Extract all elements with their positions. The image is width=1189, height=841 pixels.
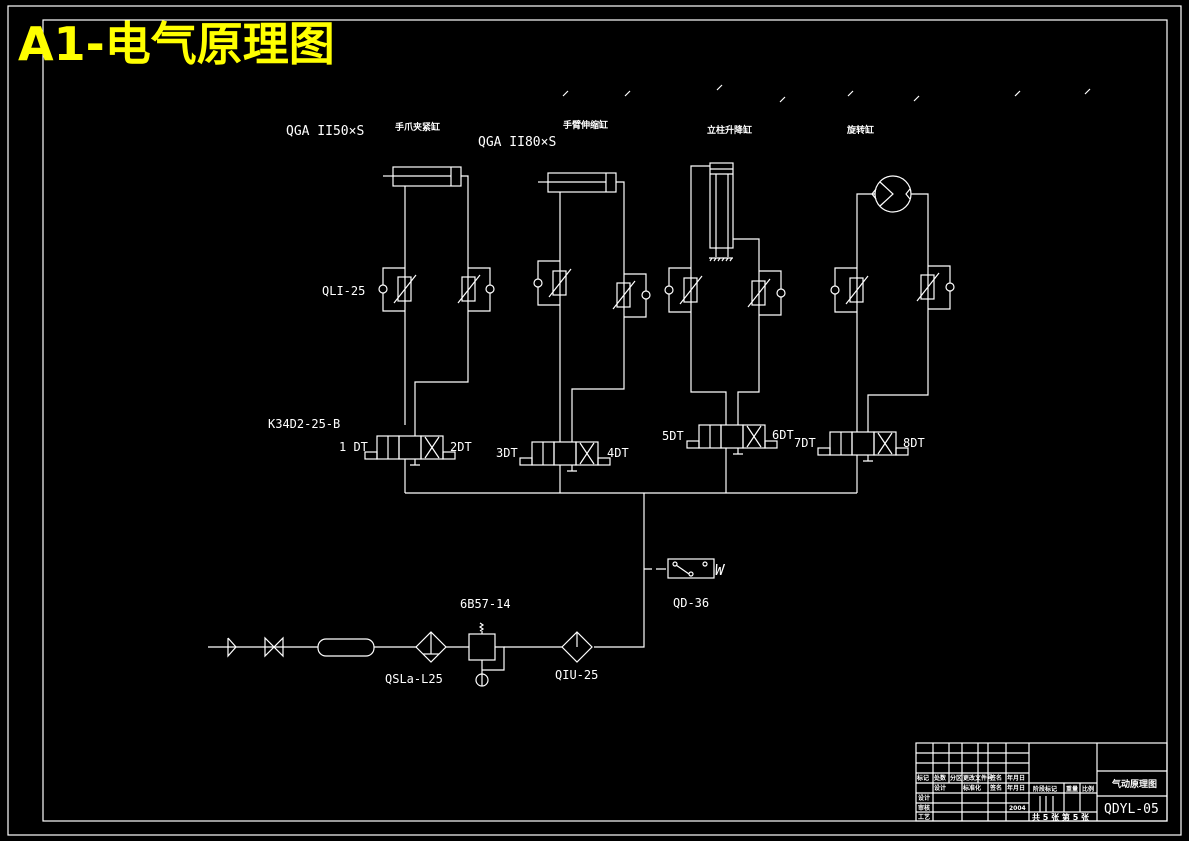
tb-row2-standard: 标准化 — [962, 784, 981, 792]
cylinder-2-model: QGA II80×S — [478, 135, 556, 150]
throttle-check-valve-4a — [830, 267, 869, 313]
rotary-actuator-symbol — [871, 175, 912, 213]
circuit-1 — [364, 166, 495, 493]
pressure-relay-symbol-label: W — [715, 561, 726, 579]
lubricator-model: QIU-25 — [555, 668, 598, 682]
inner-border — [42, 19, 1168, 822]
cylinder-1-name: 手爪夹紧缸 — [395, 121, 440, 133]
tb-label-process: 工艺 — [918, 813, 930, 821]
tb-drawing-number: QDYL-05 — [1104, 802, 1159, 817]
drawing-title: A1-电气原理图 — [18, 17, 335, 71]
throttle-check-valve-3a — [664, 267, 703, 313]
cylinder-3-symbol — [709, 162, 734, 262]
tb-header-file: 更改文件号 — [963, 774, 993, 782]
tb-header-mark: 标记 — [916, 774, 929, 782]
check-valve-symbol — [227, 637, 237, 658]
tb-row2-design: 设计 — [934, 784, 946, 792]
tb-label-review: 审核 — [918, 804, 930, 812]
cylinder-4-name: 旋转缸 — [846, 124, 874, 136]
pressure-relay-model: QD-36 — [673, 596, 709, 610]
tb-header-date: 年月日 — [1007, 774, 1025, 782]
directional-valve-3 — [686, 424, 778, 493]
directional-valve-2 — [519, 441, 611, 493]
tb-weight: 重量 — [1066, 785, 1078, 793]
tb-scale: 比例 — [1082, 785, 1094, 793]
solenoid-8dt: 8DT — [903, 436, 925, 450]
title-block — [915, 742, 1168, 822]
pressure-reducer-model: 6B57-14 — [460, 597, 511, 611]
shutoff-valve-symbol — [264, 636, 284, 658]
directional-valve-1 — [364, 435, 456, 493]
tb-header-count: 处数 — [933, 774, 947, 782]
circuit-2 — [519, 172, 651, 493]
filter-symbol — [415, 631, 447, 663]
cylinder-1-symbol — [383, 166, 469, 187]
tb-row2-sign: 签名 — [989, 784, 1002, 792]
tb-drawing-name: 气动原理图 — [1111, 778, 1157, 790]
tb-header-sign: 签名 — [989, 774, 1002, 782]
tb-sheet-info: 共 5 张 第 5 张 — [1032, 812, 1090, 822]
air-source-line — [208, 622, 593, 687]
solenoid-4dt: 4DT — [607, 446, 629, 460]
pressure-reducer-symbol — [468, 622, 505, 687]
throttle-valve-model: QLI-25 — [322, 284, 365, 298]
throttle-check-valve-1b — [457, 267, 495, 312]
tb-stage-mark: 阶段标记 — [1033, 785, 1057, 793]
solenoid-3dt: 3DT — [496, 446, 518, 460]
solenoid-2dt: 2DT — [450, 440, 472, 454]
solenoid-7dt: 7DT — [794, 436, 816, 450]
filter-model: QSLa-L25 — [385, 672, 443, 686]
lubricator-symbol — [561, 631, 593, 663]
solenoid-5dt: 5DT — [662, 429, 684, 443]
directional-valve-model: K34D2-25-B — [268, 417, 340, 431]
outer-border — [7, 5, 1182, 836]
annotation-ticks — [562, 84, 1091, 103]
directional-valve-4 — [817, 431, 909, 493]
cylinder-1-model: QGA II50×S — [286, 124, 364, 139]
tb-label-design: 设计 — [918, 794, 930, 802]
throttle-check-valve-1a — [378, 267, 417, 312]
tb-header-zone: 分区 — [950, 774, 962, 782]
throttle-check-valve-2a — [533, 260, 572, 306]
tb-date: 2004 — [1009, 805, 1026, 812]
cylinder-2-name: 手臂伸缩缸 — [563, 119, 608, 131]
throttle-check-valve-4b — [916, 265, 955, 310]
throttle-check-valve-2b — [612, 273, 651, 318]
throttle-check-valve-3b — [747, 270, 786, 316]
tb-row2-date: 年月日 — [1007, 784, 1025, 792]
cylinder-3-name: 立柱升降缸 — [707, 124, 752, 136]
pressure-relay-symbol — [667, 558, 715, 579]
circuit-3 — [664, 162, 786, 493]
air-tank-symbol — [317, 638, 375, 657]
circuit-4 — [817, 175, 955, 493]
cylinder-2-symbol — [538, 172, 625, 193]
supply-manifold — [405, 492, 857, 648]
solenoid-6dt: 6DT — [772, 428, 794, 442]
solenoid-1dt: 1 DT — [339, 440, 368, 454]
